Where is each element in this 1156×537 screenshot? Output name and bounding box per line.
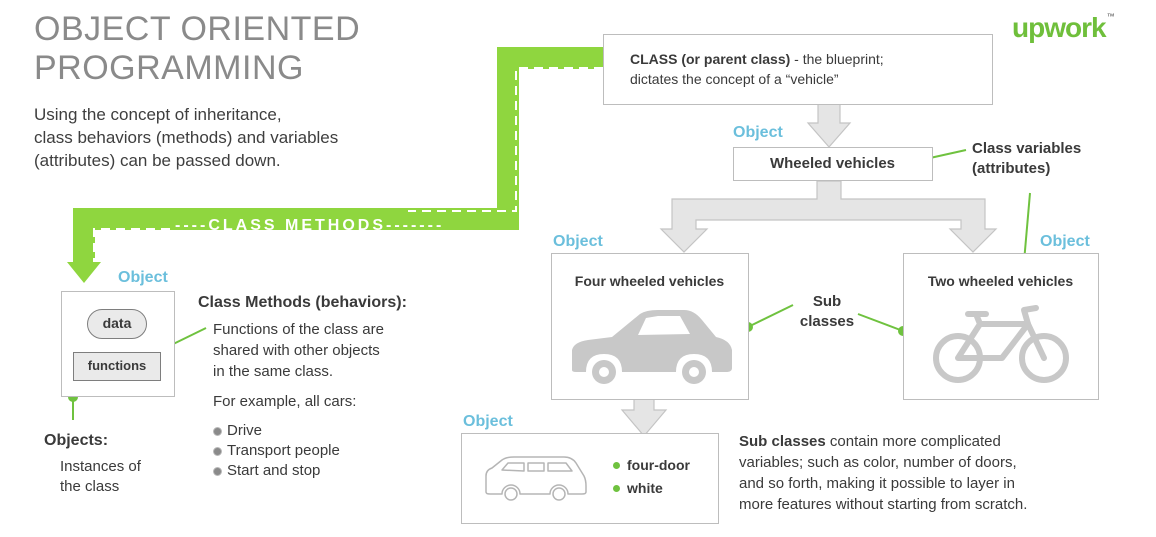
bullet-icon [213, 466, 222, 476]
class-box-lead: CLASS (or parent class) [630, 51, 791, 67]
title-line-2: PROGRAMMING [34, 49, 304, 87]
class-methods-heading: Class Methods (behaviors): [198, 294, 407, 311]
subclass-line-3: and so forth, making it possible to laye… [739, 475, 1015, 492]
objects-line-2: the class [60, 478, 120, 495]
class-methods-description: Class Methods (behaviors): Functions of … [198, 293, 478, 481]
functions-box: functions [73, 352, 161, 381]
class-methods-body: Functions of the class are shared with o… [213, 319, 478, 481]
intro-line-2: class behaviors (methods) and variables [34, 128, 339, 147]
objects-caption: Objects: Instances of the class [44, 431, 141, 497]
attribute-item: white [613, 477, 690, 500]
class-box-text: CLASS (or parent class) - the blueprint;… [630, 49, 990, 89]
sub-classes-label: Sub classes [795, 292, 859, 332]
class-methods-line-1: Functions of the class are [213, 321, 384, 338]
class-methods-pipe [67, 47, 603, 283]
green-dot-icon [613, 462, 620, 469]
minivan-attributes: four-door white [613, 454, 690, 500]
class-box: CLASS (or parent class) - the blueprint;… [603, 34, 993, 105]
object-label-minivan: Object [463, 413, 513, 430]
example-list: Drive Transport people Start and stop [213, 421, 478, 481]
car-icon [572, 310, 732, 384]
sub-classes-line-1: Sub [812, 293, 842, 310]
subclass-line-1: contain more complicated [825, 433, 1001, 450]
sub-classes-line-2: classes [799, 313, 855, 330]
four-wheeled-box: Four wheeled vehicles [551, 253, 749, 400]
four-wheeled-label: Four wheeled vehicles [574, 273, 725, 289]
class-box-line-1: - the blueprint; [790, 51, 884, 67]
class-methods-line-3: in the same class. [213, 363, 334, 380]
object-label-two-wheeled: Object [1040, 233, 1090, 250]
object-label-four-wheeled: Object [553, 233, 603, 250]
object-label-left: Object [118, 269, 168, 286]
subclass-line-2: variables; such as color, number of door… [739, 454, 1017, 471]
example-intro: For example, all cars: [213, 393, 357, 410]
subclass-lead: Sub classes [739, 433, 826, 450]
two-wheeled-box: Two wheeled vehicles [903, 253, 1099, 400]
objects-description: Instances of the class [60, 457, 141, 497]
objects-line-1: Instances of [60, 458, 141, 475]
bullet-icon [213, 426, 222, 436]
arrow-wheeled-branches [659, 180, 998, 253]
title-line-1: OBJECT ORIENTED [34, 10, 361, 48]
minivan-icon [485, 456, 587, 501]
logo-text: upwork [1012, 12, 1107, 43]
subclass-description: Sub classes contain more complicated var… [739, 431, 1149, 515]
class-variables-line-2: (attributes) [972, 160, 1051, 177]
wheeled-vehicles-label: Wheeled vehicles [769, 155, 896, 172]
example-item: Drive [213, 421, 478, 441]
arrow-class-to-wheeled [806, 103, 852, 148]
class-methods-line-2: shared with other objects [213, 342, 380, 359]
subclass-line-4: more features without starting from scra… [739, 496, 1028, 513]
class-methods-arrowhead [67, 262, 101, 283]
bullet-icon [213, 446, 222, 456]
example-item: Start and stop [213, 461, 478, 481]
two-wheeled-label: Two wheeled vehicles [927, 273, 1074, 289]
green-dot-icon [613, 485, 620, 492]
class-variables-label: Class variables (attributes) [972, 139, 1081, 179]
data-pill: data [87, 309, 147, 339]
object-box-left: data functions [61, 291, 175, 397]
minivan-box: four-door white [461, 433, 719, 524]
upwork-logo: upwork™ [1012, 12, 1115, 44]
intro-text: Using the concept of inheritance, class … [34, 103, 414, 172]
example-item: Transport people [213, 441, 478, 461]
wheeled-vehicles-box: Wheeled vehicles [733, 147, 933, 181]
objects-heading: Objects: [44, 432, 109, 449]
object-label-wheeled: Object [733, 124, 783, 141]
class-methods-bar-label: ----CLASS METHODS------- [175, 217, 445, 234]
class-box-line-2: dictates the concept of a “vehicle” [630, 71, 839, 87]
page-title: OBJECT ORIENTED PROGRAMMING [34, 10, 360, 88]
intro-line-3: (attributes) can be passed down. [34, 151, 281, 170]
logo-trademark: ™ [1106, 12, 1115, 21]
intro-line-1: Using the concept of inheritance, [34, 105, 282, 124]
attribute-item: four-door [613, 454, 690, 477]
bicycle-icon [933, 305, 1069, 383]
class-variables-line-1: Class variables [972, 140, 1082, 157]
